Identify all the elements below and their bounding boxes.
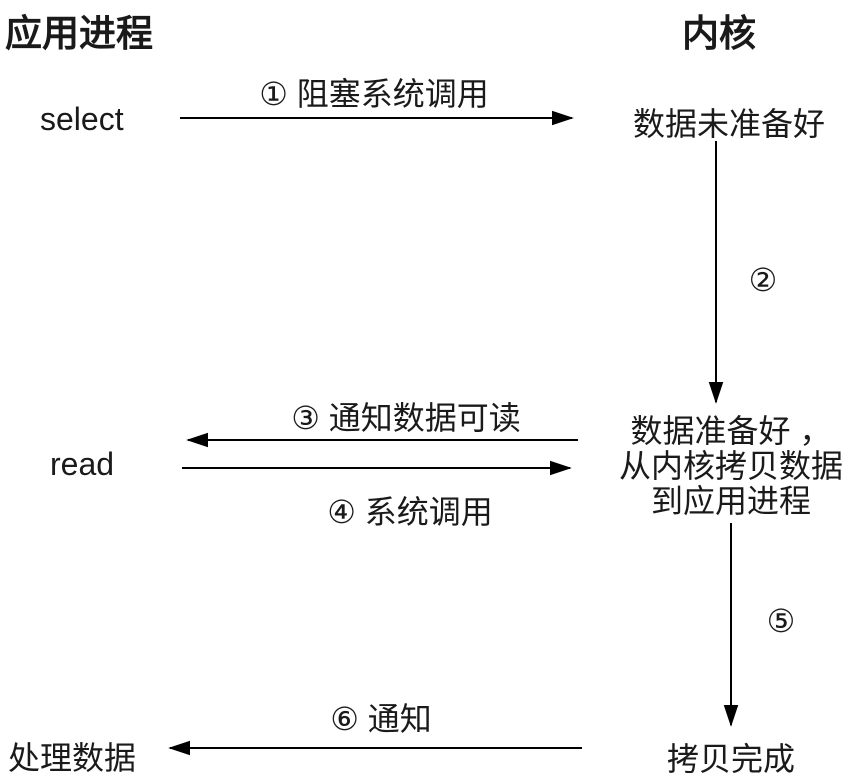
app-process-heading: 应用进程: [5, 13, 153, 54]
kernel-state-copy-done: 拷贝完成: [666, 741, 796, 773]
kernel-state-ready-line3: 到应用进程: [650, 483, 812, 519]
kernel-heading: 内核: [682, 13, 756, 54]
kernel-state-ready-line1: 数据准备好 ，: [630, 413, 832, 449]
step3-notify-readable-label: ③ 通知数据可读: [291, 400, 521, 436]
select-call-label: select: [40, 101, 124, 137]
step6-notify-label: ⑥ 通知: [330, 701, 432, 737]
step2-number-label: ②: [748, 262, 778, 298]
kernel-state-ready-copy: 数据准备好 ， 从内核拷贝数据 到应用进程: [619, 414, 843, 519]
kernel-state-not-ready: 数据未准备好: [632, 106, 826, 142]
step4-syscall-label: ④ 系统调用: [327, 494, 493, 530]
step1-blocking-syscall-label: ① 阻塞系统调用: [259, 76, 489, 112]
step5-number-label: ⑤: [766, 603, 796, 639]
process-data-label: 处理数据: [8, 740, 137, 773]
read-call-label: read: [50, 446, 115, 482]
kernel-state-ready-line2: 从内核拷贝数据: [618, 448, 844, 484]
